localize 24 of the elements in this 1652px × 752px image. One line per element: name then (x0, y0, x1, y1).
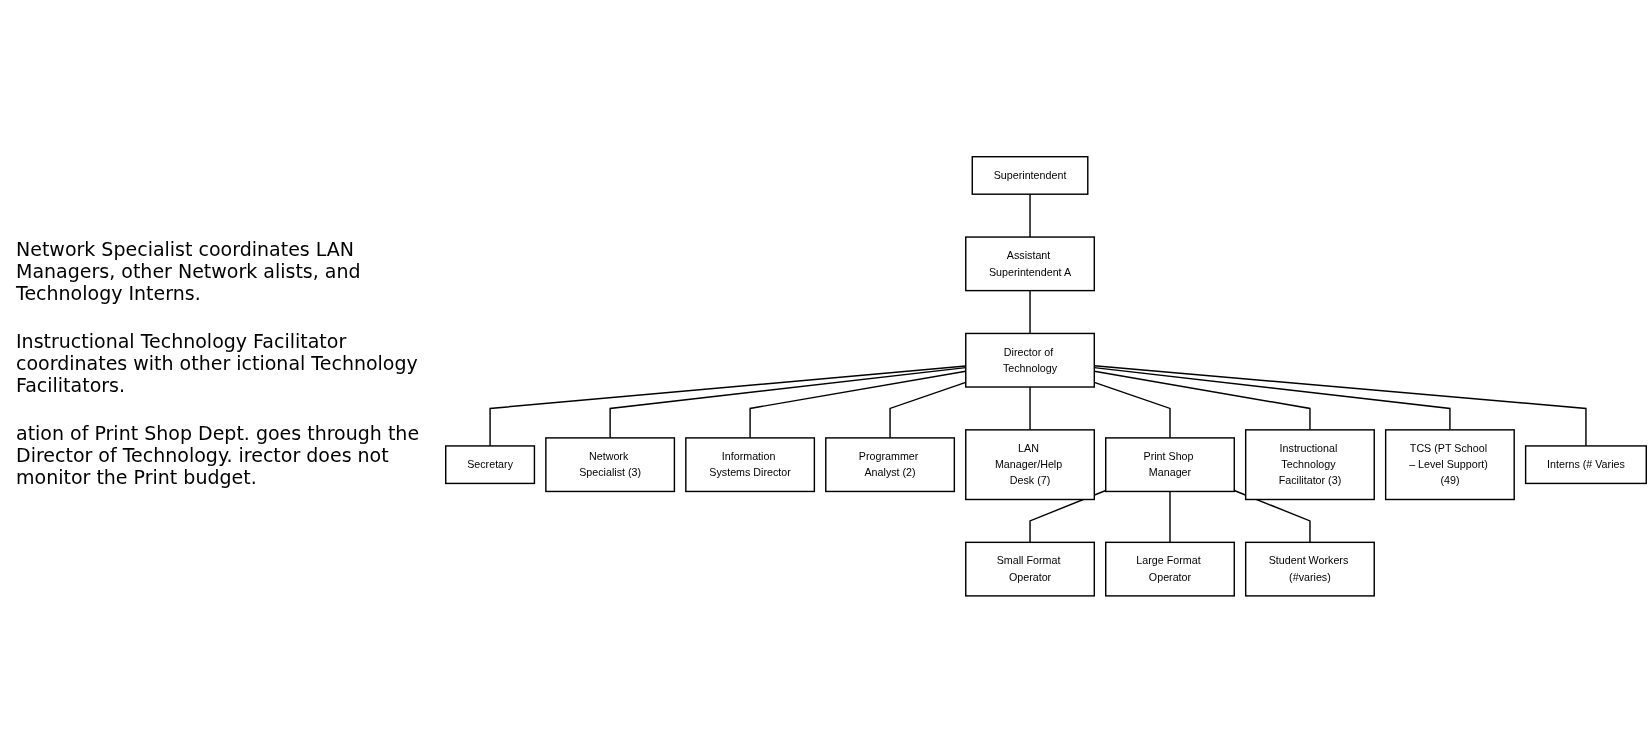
node-box: Large Format Operator (1105, 541, 1235, 597)
connector (1029, 289, 1031, 334)
node-box: Assistant Superintendent A (965, 236, 1095, 291)
node-box: Information Systems Director (685, 436, 816, 492)
node-box: Instructional Technology Facilitator (3) (1244, 428, 1375, 500)
node-box: Programmer Analyst (2) (825, 436, 956, 492)
connector (1029, 386, 1031, 431)
connector (1169, 490, 1171, 543)
connector (1029, 489, 1107, 543)
note-text: Instructional Technology Facilitator coordinates with other ictional Technology Facilitators. (16, 330, 419, 396)
node-box: Secretary (445, 444, 536, 484)
node-box: TCS (PT School – Level Support) (49) (1384, 428, 1515, 500)
node-box: Interns (# Varies (1524, 444, 1647, 484)
node-box: Print Shop Manager (1105, 436, 1235, 492)
node-box: Student Workers (#varies) (1244, 541, 1375, 597)
node-box: Small Format Operator (965, 541, 1095, 597)
node-box: Director of Technology (965, 332, 1095, 388)
connector (1029, 193, 1031, 238)
connector (1233, 489, 1311, 543)
node-box: Network Specialist (3) (545, 436, 676, 492)
node-box: Superintendent (971, 155, 1089, 195)
note-text: Network Specialist coordinates LAN Managers, other Network alists, and Technology Interns. (16, 238, 362, 304)
note-text: ation of Print Shop Dept. goes through the Director of Technology. irector does not monitor the Print budget. (16, 422, 421, 488)
node-box: LAN Manager/Help Desk (7) (965, 428, 1095, 500)
